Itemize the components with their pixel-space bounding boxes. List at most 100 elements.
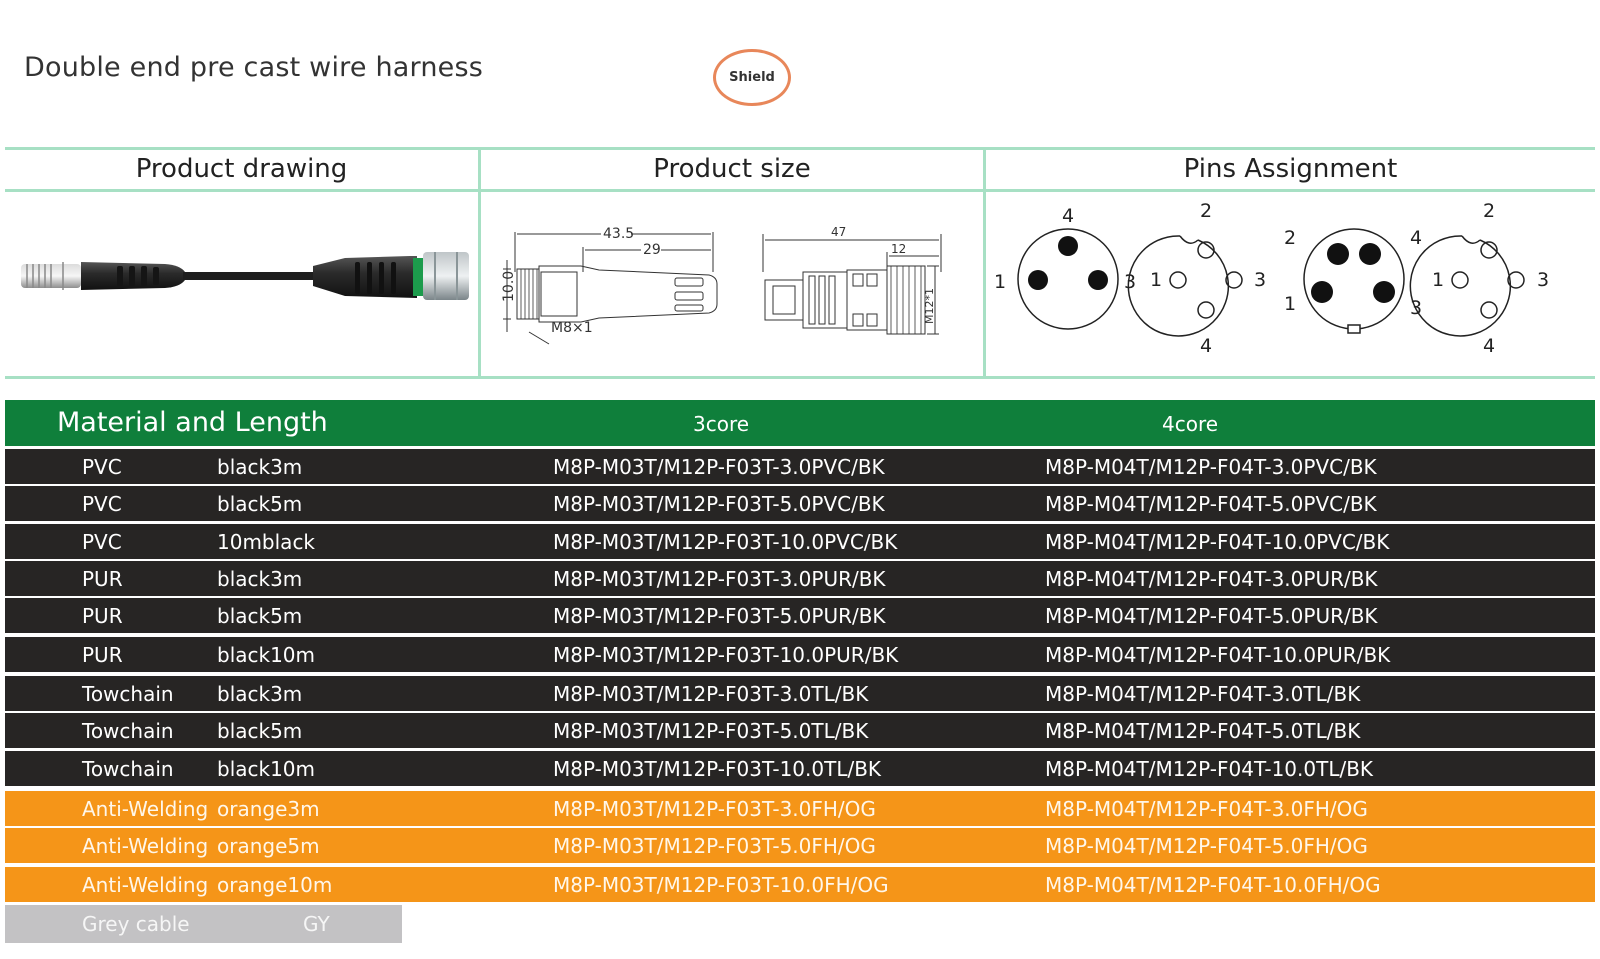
part-3core-cell: M8P-M03T/M12P-F03T-10.0TL/BK xyxy=(553,757,882,781)
part-4core-cell: M8P-M04T/M12P-F04T-3.0PVC/BK xyxy=(1045,455,1377,479)
part-4core-cell: M8P-M04T/M12P-F04T-10.0PUR/BK xyxy=(1045,643,1391,667)
pins-m8-3-male xyxy=(1028,236,1108,290)
part-3core-cell: M8P-M03T/M12P-F03T-3.0PUR/BK xyxy=(553,567,886,591)
material-cell: PVC xyxy=(82,492,122,516)
dim-m8: M8×1 xyxy=(551,320,593,336)
dim-10-0: 10.0 xyxy=(501,271,517,302)
table-row: PUR black10m M8P-M03T/M12P-F03T-10.0PUR/BK… xyxy=(5,637,1595,672)
table-row: Anti-Welding orange3m M8P-M03T/M12P-F03T-3… xyxy=(5,791,1595,826)
part-3core-cell: M8P-M03T/M12P-F03T-3.0PVC/BK xyxy=(553,455,885,479)
material-cell: Towchain xyxy=(82,757,174,781)
color-length-cell: orange5m xyxy=(217,834,320,858)
material-table-header: Material and Length 3core 4core xyxy=(5,400,1595,446)
table-top-border xyxy=(5,147,1595,150)
table-divider-1 xyxy=(478,147,481,379)
part-3core-cell: M8P-M03T/M12P-F03T-5.0PVC/BK xyxy=(553,492,885,516)
part-4core-cell: M8P-M04T/M12P-F04T-5.0PVC/BK xyxy=(1045,492,1377,516)
col-4core-header: 4core xyxy=(1162,412,1219,436)
pin-label: 3 xyxy=(1254,269,1266,291)
pin-label: 3 xyxy=(1124,271,1136,293)
part-4core-cell: M8P-M04T/M12P-F04T-5.0TL/BK xyxy=(1045,719,1361,743)
table-bottom-border xyxy=(5,376,1595,379)
material-cell: Towchain xyxy=(82,719,174,743)
pin-label: 1 xyxy=(1150,269,1162,291)
table-row: Anti-Welding orange10m M8P-M03T/M12P-F03T-… xyxy=(5,867,1595,902)
material-cell: PVC xyxy=(82,530,122,554)
header-product-size: Product size xyxy=(653,154,811,184)
dimension-drawings: 43.5 29 10.0 M8×1 47 12 M12*1 xyxy=(501,225,942,345)
shield-badge-label: Shield xyxy=(729,70,775,85)
material-cell: PUR xyxy=(82,604,123,628)
part-4core-cell: M8P-M04T/M12P-F04T-3.0PUR/BK xyxy=(1045,567,1378,591)
part-3core-cell: M8P-M03T/M12P-F03T-10.0FH/OG xyxy=(553,873,889,897)
pin-label: 4 xyxy=(1200,335,1212,357)
material-cell: PUR xyxy=(82,567,123,591)
part-3core-cell: M8P-M03T/M12P-F03T-3.0FH/OG xyxy=(553,797,876,821)
pin-label: 1 xyxy=(1432,269,1444,291)
pin-label: 1 xyxy=(1284,293,1296,315)
pins-m12-4-female-b xyxy=(1451,235,1525,319)
part-3core-cell: M8P-M03T/M12P-F03T-5.0FH/OG xyxy=(553,834,876,858)
grey-cable-row: Grey cable GY xyxy=(5,905,402,943)
material-cell: Anti-Welding xyxy=(82,873,209,897)
product-size-cell: 43.5 29 10.0 M8×1 47 12 M12*1 xyxy=(481,192,983,377)
pin-label: 2 xyxy=(1200,200,1212,222)
pin-label: 2 xyxy=(1483,200,1495,222)
part-4core-cell: M8P-M04T/M12P-F04T-3.0TL/BK xyxy=(1045,682,1361,706)
part-3core-cell: M8P-M03T/M12P-F03T-5.0PUR/BK xyxy=(553,604,886,628)
header-pins-assignment: Pins Assignment xyxy=(1183,154,1398,184)
color-length-cell: black3m xyxy=(217,455,303,479)
pin-label: 4 xyxy=(1062,205,1074,227)
color-length-cell: black5m xyxy=(217,719,303,743)
pin-label: 4 xyxy=(1410,227,1422,249)
pin-diagrams: 4 1 3 2 1 3 4 2 4 1 3 2 1 3 4 xyxy=(994,200,1549,357)
dim-47: 47 xyxy=(831,225,846,239)
color-length-cell: 10mblack xyxy=(217,530,316,554)
pins-m12-4-male xyxy=(1311,243,1395,303)
color-length-cell: black10m xyxy=(217,757,316,781)
part-3core-cell: M8P-M03T/M12P-F03T-10.0PVC/BK xyxy=(553,530,898,554)
pin-label: 2 xyxy=(1284,227,1296,249)
color-length-cell: black5m xyxy=(217,492,303,516)
material-cell: PUR xyxy=(82,643,123,667)
table-divider-2 xyxy=(983,147,986,379)
part-3core-cell: M8P-M03T/M12P-F03T-10.0PUR/BK xyxy=(553,643,899,667)
shield-badge: Shield xyxy=(713,49,791,106)
part-4core-cell: M8P-M04T/M12P-F04T-10.0PVC/BK xyxy=(1045,530,1390,554)
pins-m12-4-female-a xyxy=(1169,235,1243,319)
grey-cable-code: GY xyxy=(303,912,330,936)
page-title: Double end pre cast wire harness xyxy=(24,52,483,83)
part-4core-cell: M8P-M04T/M12P-F04T-5.0PUR/BK xyxy=(1045,604,1378,628)
color-length-cell: orange3m xyxy=(217,797,320,821)
part-3core-cell: M8P-M03T/M12P-F03T-3.0TL/BK xyxy=(553,682,869,706)
table-header-border xyxy=(5,189,1595,192)
material-header-label: Material and Length xyxy=(57,407,328,438)
dim-43-5: 43.5 xyxy=(603,226,634,242)
table-row: Towchain black10m M8P-M03T/M12P-F03T-10.0T… xyxy=(5,751,1595,786)
header-product-drawing: Product drawing xyxy=(135,154,348,184)
col-3core-header: 3core xyxy=(693,412,750,436)
material-cell: Anti-Welding xyxy=(82,797,209,821)
color-length-cell: black3m xyxy=(217,682,303,706)
material-cell: Anti-Welding xyxy=(82,834,209,858)
color-length-cell: orange10m xyxy=(217,873,333,897)
color-length-cell: black10m xyxy=(217,643,316,667)
part-4core-cell: M8P-M04T/M12P-F04T-10.0TL/BK xyxy=(1045,757,1374,781)
product-table: Product drawing Product size Pins Assign… xyxy=(5,147,1595,379)
table-row: PVC black5m M8P-M03T/M12P-F03T-5.0PVC/BK M8… xyxy=(5,486,1595,521)
cable-harness-illustration xyxy=(21,252,469,300)
part-4core-cell: M8P-M04T/M12P-F04T-5.0FH/OG xyxy=(1045,834,1368,858)
pin-label: 3 xyxy=(1410,297,1422,319)
pin-label: 4 xyxy=(1483,335,1495,357)
dim-12: 12 xyxy=(891,242,906,256)
table-row: PVC 10mblack M8P-M03T/M12P-F03T-10.0PVC/BK… xyxy=(5,524,1595,559)
product-drawing-cell xyxy=(5,192,478,377)
grey-cable-label: Grey cable xyxy=(82,912,190,936)
dim-m12: M12*1 xyxy=(923,288,936,324)
color-length-cell: black5m xyxy=(217,604,303,628)
material-cell: Towchain xyxy=(82,682,174,706)
part-4core-cell: M8P-M04T/M12P-F04T-3.0FH/OG xyxy=(1045,797,1368,821)
